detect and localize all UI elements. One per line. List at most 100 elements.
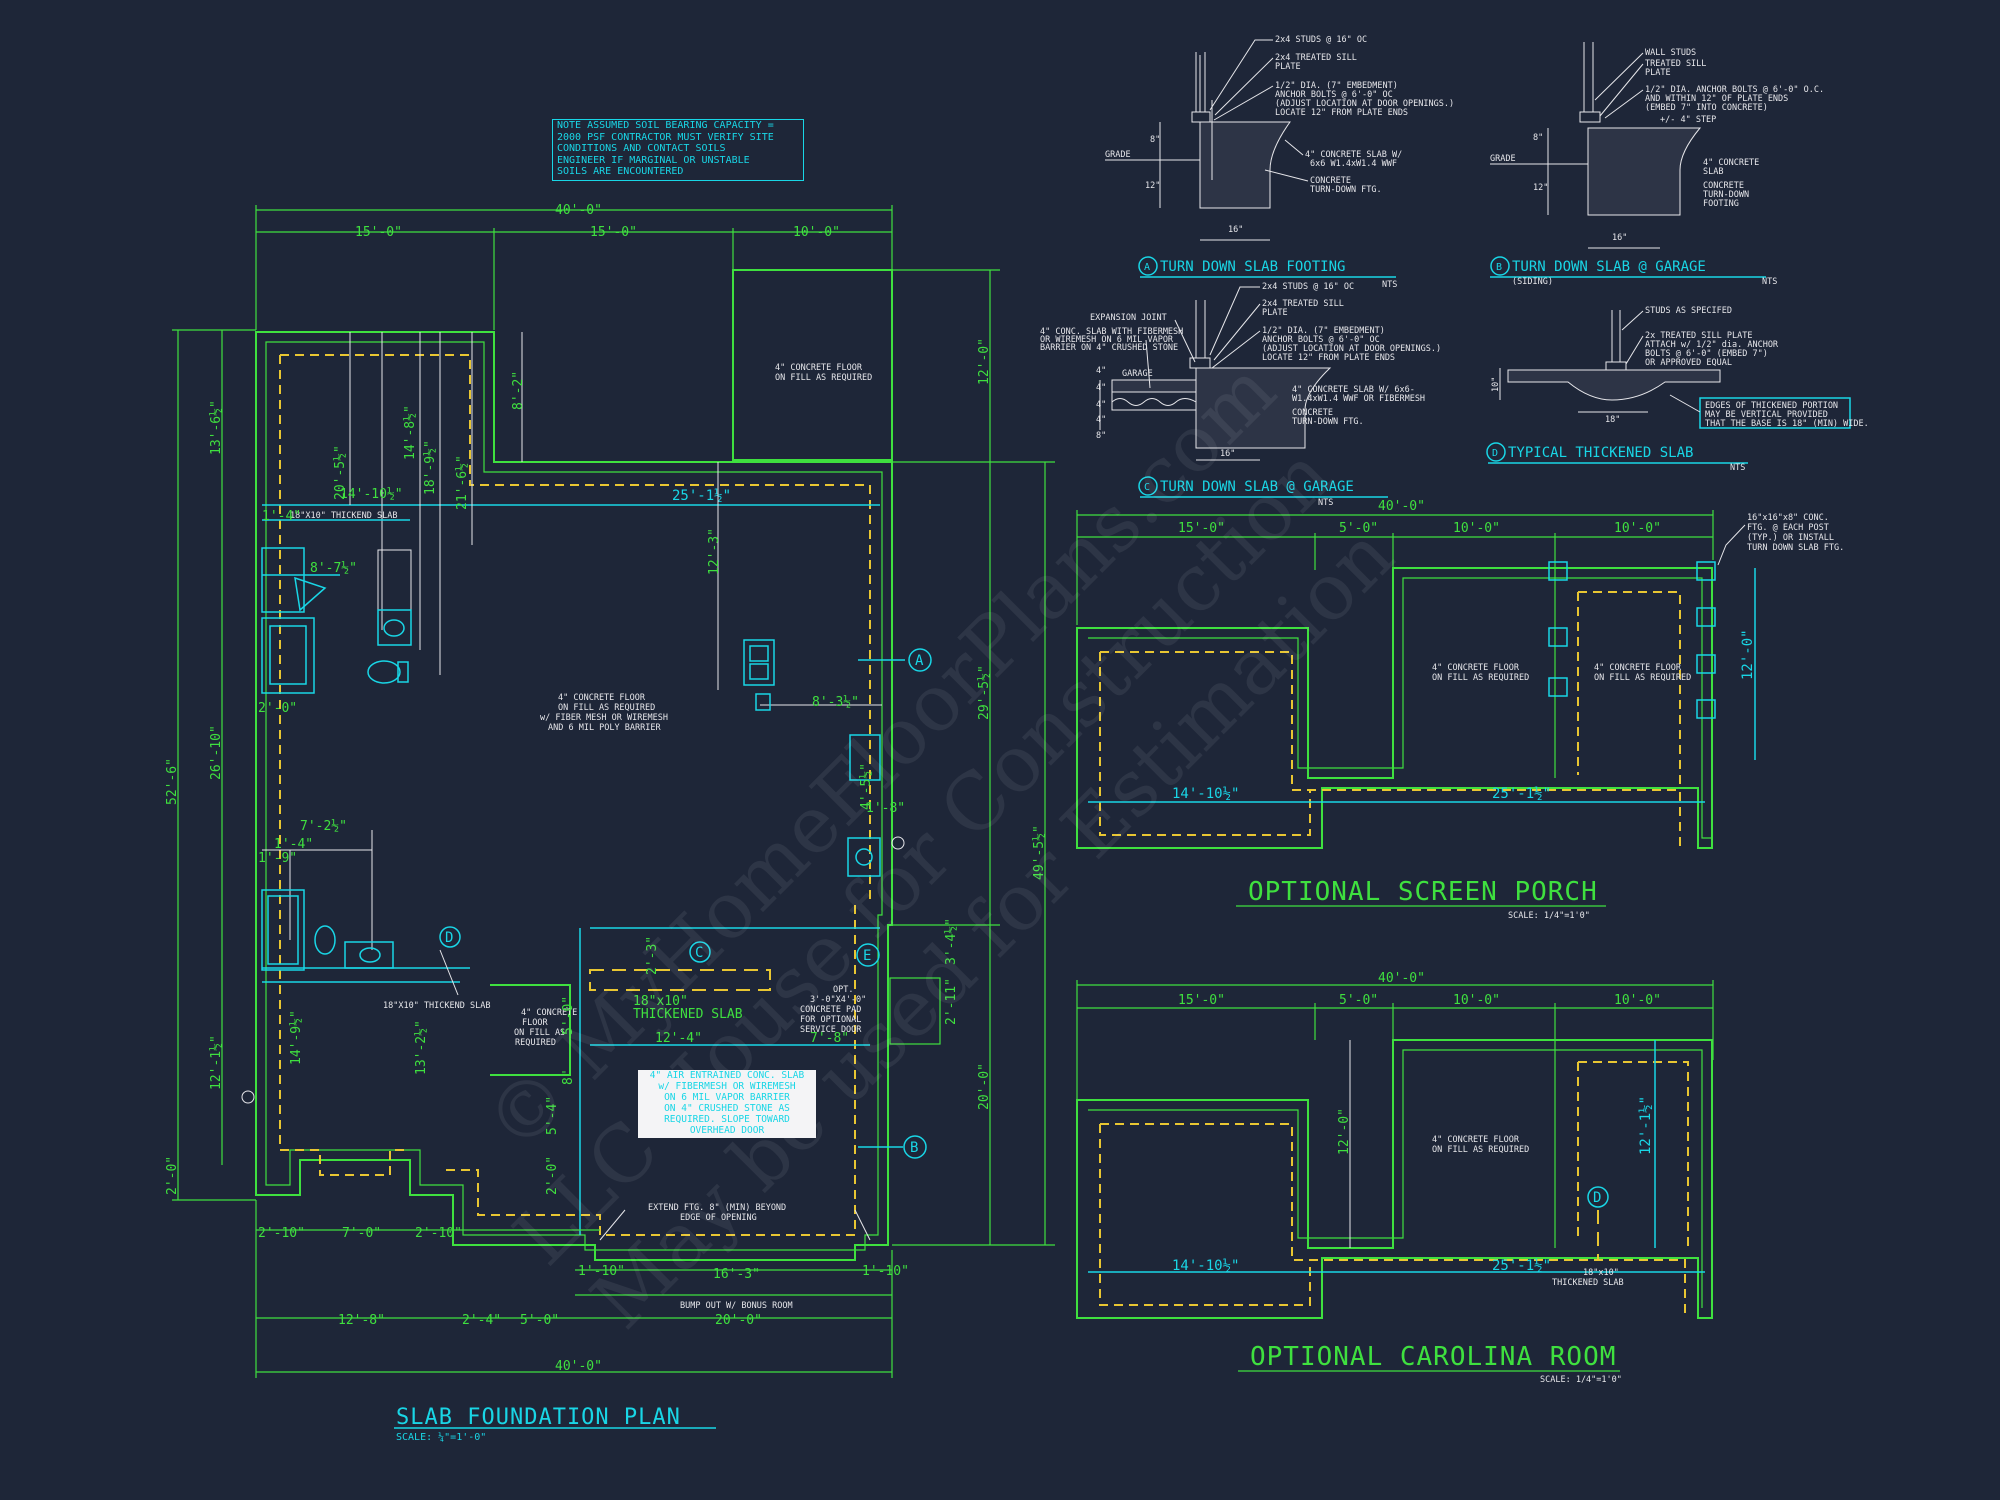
dim-14-8: 14'-8½"	[403, 405, 418, 460]
garage-slab-note: 4" AIR ENTRAINED CONC. SLAB w/ FIBERMESH…	[638, 1070, 816, 1138]
svg-text:2x TREATED SILL PLATE: 2x TREATED SILL PLATE	[1645, 331, 1752, 341]
svg-text:2x4 STUDS @ 16" OC: 2x4 STUDS @ 16" OC	[1262, 282, 1354, 292]
section-tag-c-plan	[689, 941, 711, 963]
dim-7-8: 7'-8"	[810, 1031, 849, 1046]
svg-text:(ADJUST LOCATION AT DOOR OPENI: (ADJUST LOCATION AT DOOR OPENINGS.)	[1262, 344, 1441, 354]
small-room-wall	[490, 984, 571, 1076]
porch-scale: SCALE: 1/4"=1'0"	[1508, 911, 1590, 921]
porch-ftg-note: 16"x16"x8" CONC. FTG. @ EACH POST (TYP.)…	[1717, 513, 1844, 566]
foundation-inner-wall	[265, 341, 883, 1251]
detail-b-tag-label: B	[1496, 262, 1502, 273]
thick-3-l1: 18"x10"	[633, 994, 688, 1009]
toilet-upper-icon	[367, 660, 401, 684]
detail-d-tag-label: D	[1492, 448, 1498, 459]
sink-upper-icon	[377, 609, 412, 646]
svg-text:4" CONC. SLAB WITH FIBERMESH: 4" CONC. SLAB WITH FIBERMESH	[1040, 327, 1183, 337]
dim-14-10: 14'-10½"	[340, 487, 403, 502]
detail-c-title: TURN DOWN SLAB @ GARAGE	[1160, 479, 1354, 495]
dim-4-5: 4'-5½"	[859, 763, 874, 810]
dim-8-3: 8'-3½"	[812, 695, 859, 710]
floor-small-l3: ON FILL AS	[514, 1028, 565, 1038]
svg-text:TURN-DOWN FTG.: TURN-DOWN FTG.	[1292, 417, 1364, 427]
slab-note-line-2: w/ FIBERMESH OR WIREMESH	[658, 1081, 796, 1092]
floor-main-l1: 4" CONCRETE FLOOR	[558, 693, 646, 703]
svg-text:W1.4xW1.4 WWF OR FIBERMESH: W1.4xW1.4 WWF OR FIBERMESH	[1292, 394, 1425, 404]
svg-text:BARRIER ON 4" CRUSHED STONE: BARRIER ON 4" CRUSHED STONE	[1040, 343, 1178, 353]
svg-text:CONCRETE: CONCRETE	[1703, 181, 1744, 191]
footing-line-main	[280, 354, 871, 905]
service-pad	[889, 977, 941, 1045]
svg-text:CONCRETE: CONCRETE	[1310, 176, 1351, 186]
bump-out-label: BUMP OUT W/ BONUS ROOM	[680, 1301, 793, 1311]
note-line-5: SOILS ARE ENCOUNTERED	[557, 166, 684, 177]
svg-text:(TYP.) OR INSTALL: (TYP.) OR INSTALL	[1747, 533, 1834, 543]
dim-1-4b: 1'-4"	[274, 837, 313, 852]
svg-text:2x4 TREATED SILL: 2x4 TREATED SILL	[1262, 299, 1344, 309]
porch-floor-b-l1: 4" CONCRETE FLOOR	[1594, 663, 1682, 673]
dim-left-a: 13'-6½"	[209, 400, 224, 455]
dim-left-total: 52'-6"	[165, 758, 180, 805]
dim-right-c: 20'-0"	[977, 1063, 992, 1110]
c-dim-4d: 4"	[1096, 415, 1106, 425]
svg-text:ANCHOR BOLTS @ 6'-0" OC: ANCHOR BOLTS @ 6'-0" OC	[1262, 335, 1380, 345]
plan-scale: SCALE: ¼"=1'-0"	[396, 1431, 486, 1443]
porch-dim-14: 14'-10½"	[1172, 786, 1239, 802]
dim-top-b: 15'-0"	[590, 225, 637, 240]
svg-text:(EMBED 7" INTO CONCRETE): (EMBED 7" INTO CONCRETE)	[1645, 103, 1768, 113]
tub-upper-icon	[261, 547, 305, 613]
dim-2-0: 2'-0"	[258, 701, 297, 716]
note-line-1: NOTE ASSUMED SOIL BEARING CAPACITY =	[557, 120, 774, 131]
garage-wall-line	[579, 927, 880, 1235]
svg-text:TURN DOWN SLAB FTG.: TURN DOWN SLAB FTG.	[1747, 543, 1844, 553]
porch-dim-c: 10'-0"	[1453, 521, 1500, 536]
dim-bot-b: 2'-4"	[462, 1313, 501, 1328]
svg-text:+/- 4" STEP: +/- 4" STEP	[1660, 115, 1716, 125]
dim-top-c: 10'-0"	[793, 225, 840, 240]
svg-text:4" CONCRETE SLAB W/ 6x6-: 4" CONCRETE SLAB W/ 6x6-	[1292, 385, 1415, 395]
floor-small-l4: REQUIRED	[515, 1038, 556, 1048]
plan-title: SLAB FOUNDATION PLAN	[396, 1405, 681, 1430]
dim-left-b: 26'-10"	[209, 725, 224, 780]
dim-5-0: 5'-0"	[561, 996, 576, 1035]
dim-right-b: 29'-5½"	[977, 665, 992, 720]
dim-bot-f: 7'-0"	[342, 1226, 381, 1241]
thickened-slab-strip	[589, 969, 771, 991]
dim-r-small-a: 3'-4½"	[944, 918, 959, 965]
carolina-dim-12-1: 12'-1½"	[1638, 1096, 1654, 1155]
note-line-4: ENGINEER IF MARGINAL OR UNSTABLE	[557, 154, 750, 166]
slab-note-line-1: 4" AIR ENTRAINED CONC. SLAB	[649, 1070, 805, 1081]
b-dim-16: 16"	[1612, 233, 1627, 243]
porch-floor-a-l1: 4" CONCRETE FLOOR	[1432, 663, 1520, 673]
note-line-2: 2000 PSF CONTRACTOR MUST VERIFY SITE	[557, 131, 774, 143]
section-tag-e-plan-label: E	[863, 948, 871, 964]
svg-text:BOLTS @ 6'-0" (EMBED 7"): BOLTS @ 6'-0" (EMBED 7")	[1645, 349, 1768, 359]
dim-bot-c: 5'-0"	[520, 1313, 559, 1328]
porch-dim-total: 40'-0"	[1378, 499, 1425, 514]
a-dim-12: 12"	[1145, 181, 1160, 191]
dim-bot-d: 20'-0"	[715, 1313, 762, 1328]
detail-d-title: TYPICAL THICKENED SLAB	[1508, 445, 1693, 461]
dim-bot-j: 1'-10"	[862, 1264, 909, 1279]
carolina-dim-c: 10'-0"	[1453, 993, 1500, 1008]
carolina-dim-25: 25'-1½"	[1492, 1258, 1551, 1274]
floor-main-l4: AND 6 MIL POLY BARRIER	[548, 723, 661, 733]
kitchen-sink-icon	[743, 639, 775, 711]
detail-b-notes: WALL STUDS TREATED SILL PLATE 1/2" DIA. …	[1594, 48, 1824, 209]
dim-12-4: 12'-4"	[655, 1031, 702, 1046]
soil-bearing-note: NOTE ASSUMED SOIL BEARING CAPACITY = 200…	[552, 119, 804, 181]
dim-1-9: 1'-9"	[258, 851, 297, 866]
svg-text:GARAGE: GARAGE	[1122, 369, 1153, 379]
carolina-floor-l2: ON FILL AS REQUIRED	[1432, 1145, 1529, 1155]
detail-b-tag	[1490, 256, 1510, 276]
water-heater-icon	[847, 837, 881, 877]
svg-text:TREATED SILL: TREATED SILL	[1645, 59, 1706, 69]
carolina-dim-d: 10'-0"	[1614, 993, 1661, 1008]
section-tag-b-plan-label: B	[910, 1140, 918, 1156]
svg-text:SLAB: SLAB	[1703, 167, 1723, 177]
porch-dim-b: 5'-0"	[1339, 521, 1378, 536]
dim-bot-a: 12'-8"	[338, 1313, 385, 1328]
svg-text:2x4 STUDS @ 16" OC: 2x4 STUDS @ 16" OC	[1275, 35, 1367, 45]
detail-a-nts: NTS	[1382, 280, 1397, 290]
note-line-3: CONDITIONS AND CONTACT SOILS	[557, 143, 726, 154]
